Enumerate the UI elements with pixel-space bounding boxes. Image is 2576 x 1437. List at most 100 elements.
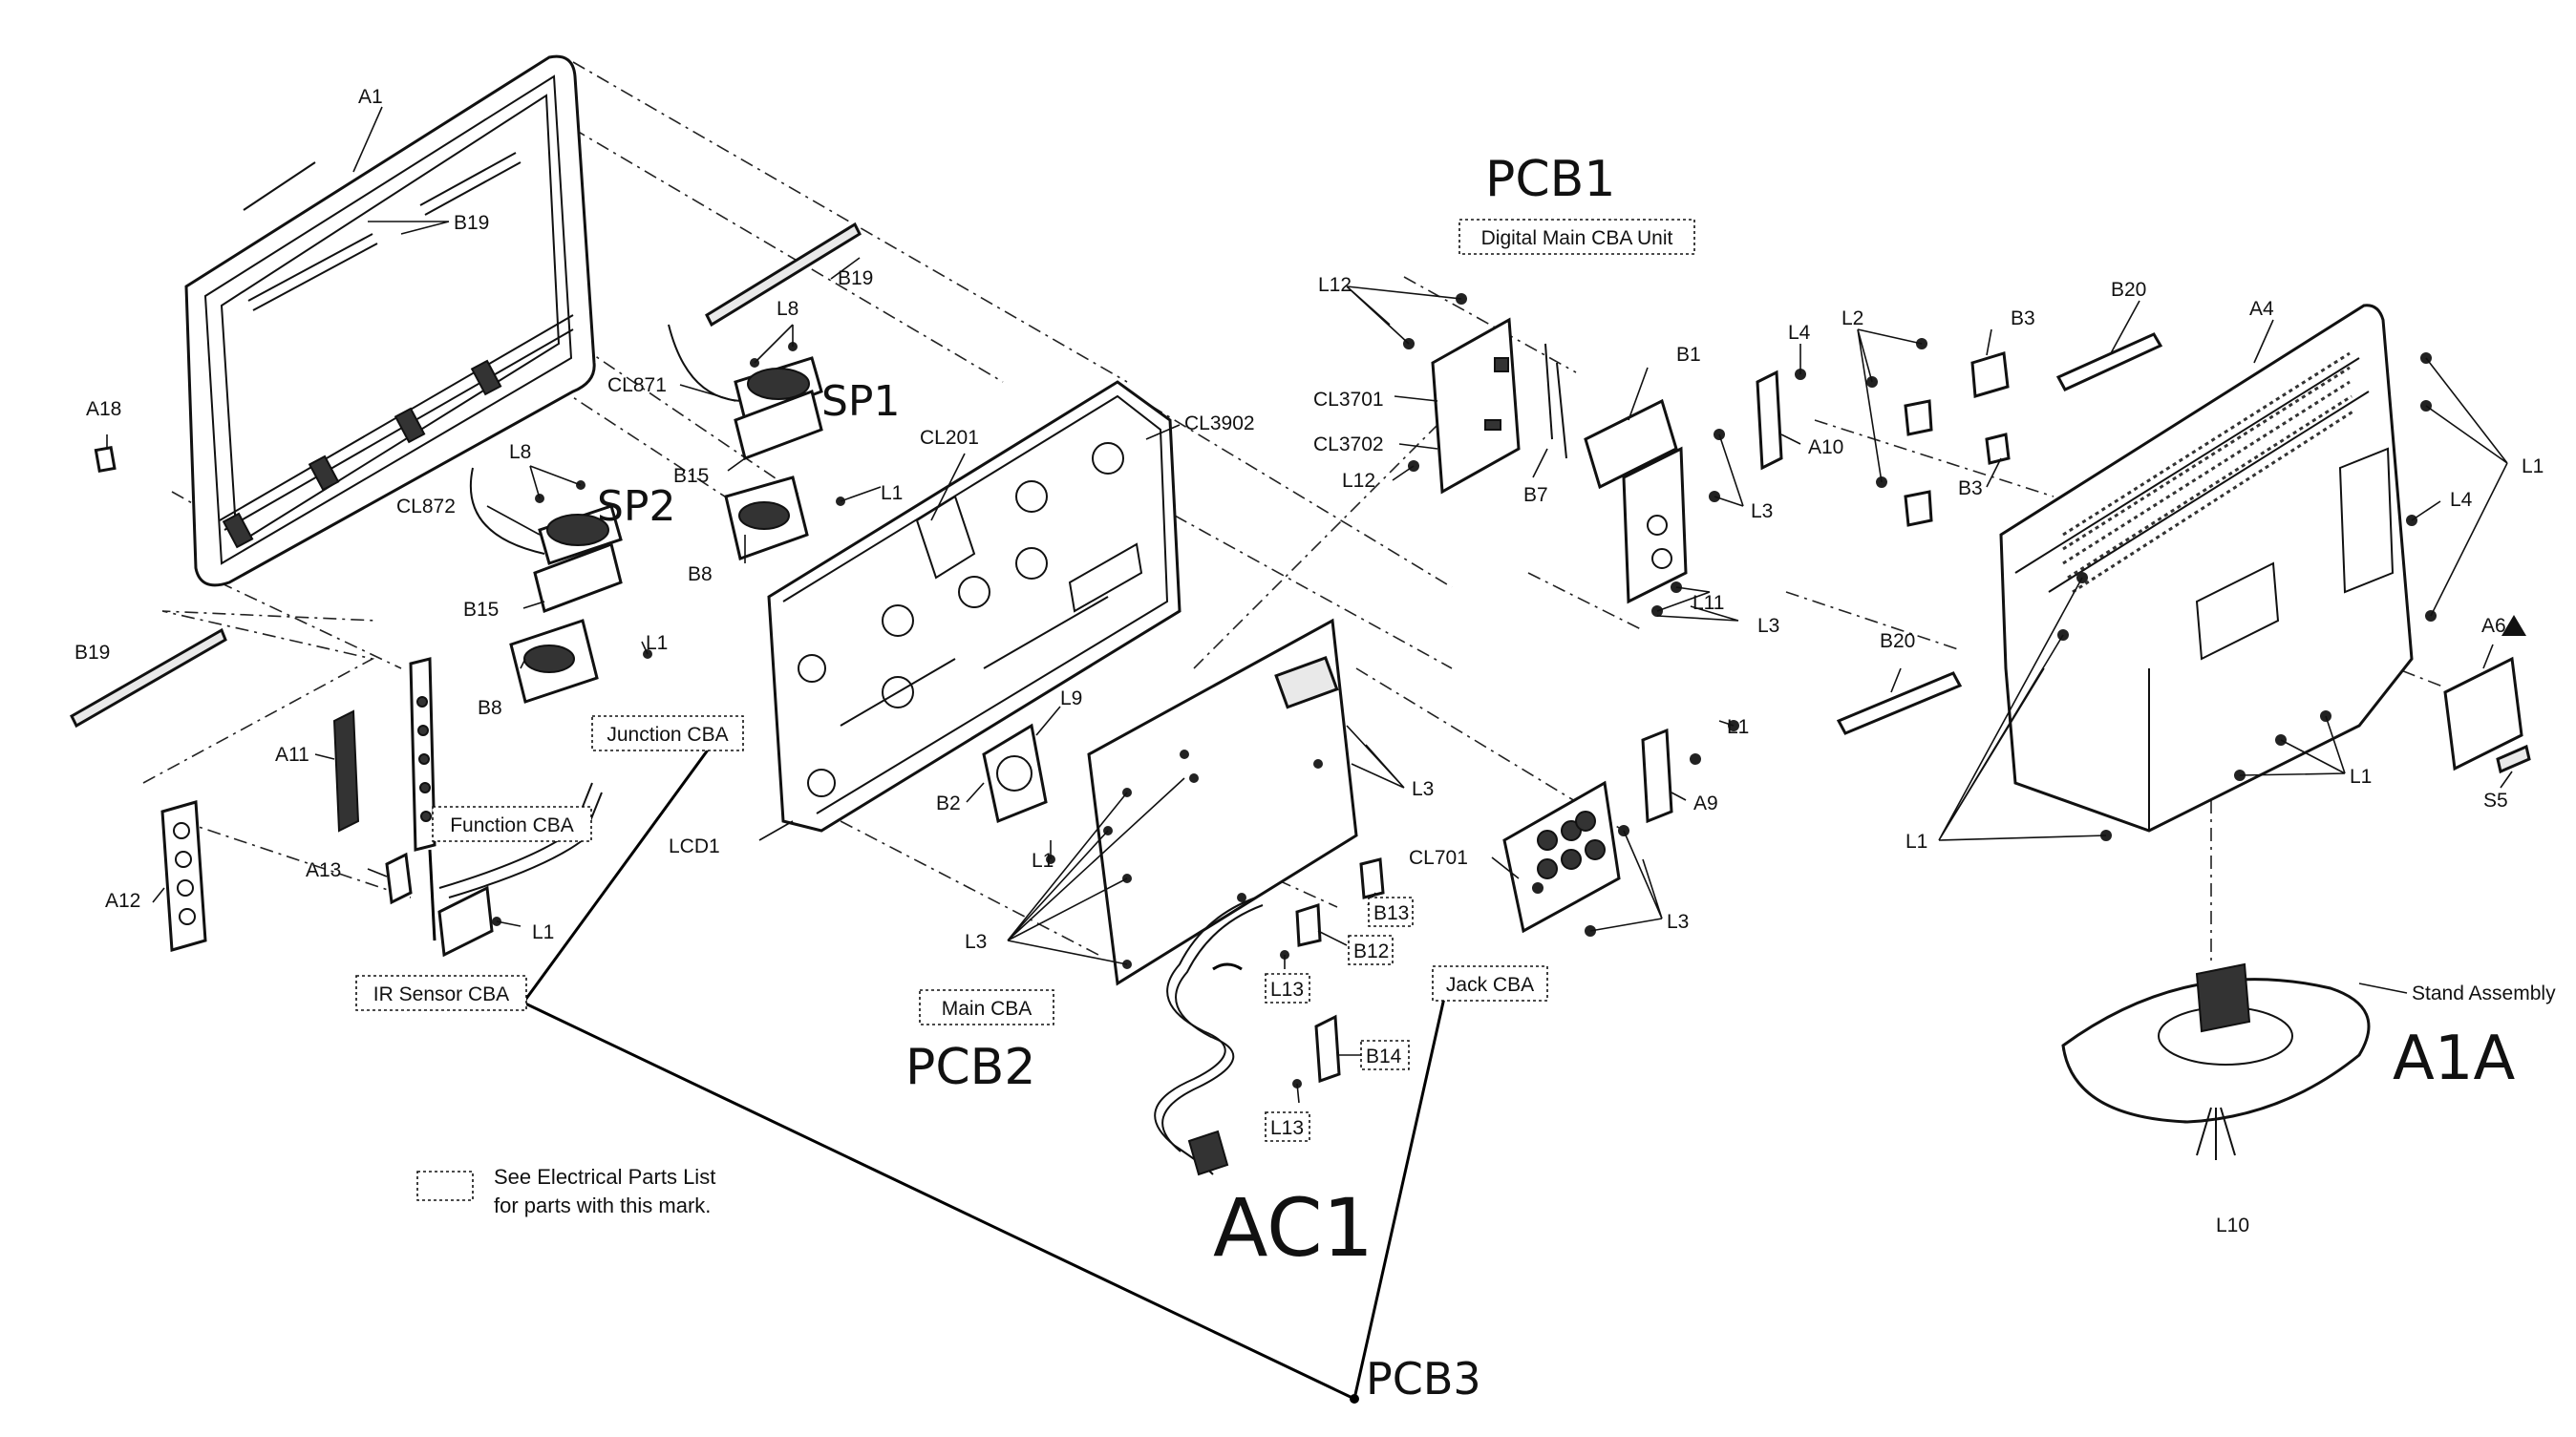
bracket-b3-top bbox=[1970, 351, 2011, 465]
svg-text:IR Sensor CBA: IR Sensor CBA bbox=[373, 983, 509, 1005]
box-digital-main-cba: Digital Main CBA Unit bbox=[1458, 219, 1695, 255]
label-b8: B8 bbox=[688, 563, 713, 585]
label-l8: L8 bbox=[777, 298, 798, 320]
handwritten-pcb3: PCB3 bbox=[1366, 1353, 1481, 1405]
front-bezel-a1 bbox=[184, 54, 596, 587]
label-b3: B3 bbox=[2011, 307, 2035, 329]
ac-cord-ac1 bbox=[1154, 897, 1264, 1176]
svg-text:Jack CBA: Jack CBA bbox=[1446, 974, 1534, 996]
part-s5 bbox=[2496, 744, 2531, 774]
ir-sensor-cba-board bbox=[428, 849, 494, 958]
box-b13 bbox=[1368, 897, 1414, 927]
label-b19: B19 bbox=[454, 212, 489, 234]
digital-bracket-b1 bbox=[1584, 398, 1688, 604]
label-a12: A12 bbox=[105, 890, 140, 912]
label-l4: L4 bbox=[1788, 322, 1811, 344]
part-a11 bbox=[332, 709, 360, 833]
jack-cba-board bbox=[1502, 780, 1621, 934]
bracket-b12 bbox=[1295, 902, 1322, 947]
strip-b19-right bbox=[705, 222, 862, 328]
legend: See Electrical Parts List for parts with… bbox=[416, 1165, 715, 1217]
label-a1: A1 bbox=[358, 86, 383, 108]
label-b7: B7 bbox=[1523, 484, 1548, 506]
box-b14 bbox=[1360, 1040, 1410, 1070]
label-b8: B8 bbox=[478, 697, 502, 719]
label-b3: B3 bbox=[1958, 477, 1983, 499]
box-l13-bot bbox=[1265, 1111, 1310, 1142]
label-b20: B20 bbox=[2111, 279, 2146, 301]
bracket-b2 bbox=[982, 723, 1048, 824]
label-cl3701: CL3701 bbox=[1313, 389, 1384, 411]
label-l2: L2 bbox=[1842, 307, 1863, 329]
label-a9: A9 bbox=[1693, 792, 1718, 814]
label-a4: A4 bbox=[2249, 298, 2274, 320]
speaker-sp2 bbox=[469, 467, 623, 704]
label-cl3702: CL3702 bbox=[1313, 433, 1384, 455]
function-cba-board bbox=[409, 657, 436, 852]
strip-b20-left bbox=[1836, 671, 1963, 735]
label-l8: L8 bbox=[509, 441, 531, 463]
label-l1: L1 bbox=[646, 632, 668, 654]
label-l1: L1 bbox=[2522, 455, 2544, 477]
svg-text:Main CBA: Main CBA bbox=[942, 998, 1033, 1020]
bracket-b13 bbox=[1359, 857, 1385, 899]
label-a6: A6 bbox=[2481, 615, 2506, 637]
label-a18: A18 bbox=[86, 398, 121, 420]
warning-triangle-icon bbox=[2501, 615, 2526, 636]
label-l3: L3 bbox=[1751, 500, 1773, 522]
part-labels: A1 B19 B19 B19 A18 L8 L8 CL871 CL872 B15… bbox=[75, 86, 2556, 1236]
label-l4: L4 bbox=[2450, 489, 2473, 511]
label-lcd1: LCD1 bbox=[669, 835, 720, 857]
label-l1: L1 bbox=[1905, 831, 1927, 853]
bracket-b7 bbox=[1544, 343, 1567, 459]
bracket-b14 bbox=[1314, 1014, 1341, 1084]
handwritten-pcb2: PCB2 bbox=[905, 1039, 1035, 1096]
part-a9 bbox=[1641, 728, 1673, 824]
legend-line-1: See Electrical Parts List bbox=[494, 1165, 715, 1189]
label-l10: L10 bbox=[2216, 1215, 2249, 1236]
main-cba-board bbox=[1087, 618, 1358, 986]
box-ir-sensor-cba: IR Sensor CBA bbox=[355, 975, 527, 1011]
part-a10 bbox=[1756, 370, 1783, 471]
label-l1: L1 bbox=[1727, 716, 1749, 738]
label-s5: S5 bbox=[2483, 790, 2508, 812]
label-l3: L3 bbox=[1412, 778, 1434, 800]
handwritten-a1a: A1A bbox=[2393, 1024, 2516, 1094]
handwritten-sp1: SP1 bbox=[821, 377, 900, 426]
label-l1: L1 bbox=[1032, 850, 1054, 872]
strip-b20-top bbox=[2055, 332, 2163, 391]
speaker-sp1 bbox=[668, 324, 823, 560]
label-l1: L1 bbox=[532, 921, 554, 943]
box-function-cba: Function CBA bbox=[432, 806, 592, 842]
label-l12: L12 bbox=[1342, 470, 1375, 492]
legend-line-2: for parts with this mark. bbox=[494, 1194, 711, 1217]
label-cl701: CL701 bbox=[1409, 847, 1468, 869]
label-b19: B19 bbox=[75, 642, 110, 664]
label-cl872: CL872 bbox=[396, 496, 456, 518]
label-stand-assembly: Stand Assembly bbox=[2412, 983, 2556, 1004]
rear-cabinet-a4 bbox=[1999, 304, 2414, 833]
label-l12: L12 bbox=[1318, 274, 1352, 296]
label-l11: L11 bbox=[1692, 592, 1724, 614]
bracket-b3-bot bbox=[1904, 399, 1933, 527]
label-l9: L9 bbox=[1060, 687, 1082, 709]
legend-mark-box bbox=[416, 1171, 474, 1201]
handwritten-annotations: PCB1 SP1 SP2 PCB2 AC1 PCB3 A1A bbox=[597, 151, 2516, 1405]
label-l3: L3 bbox=[965, 931, 987, 953]
label-b1: B1 bbox=[1676, 344, 1701, 366]
strip-b19-left bbox=[70, 627, 227, 729]
part-a13 bbox=[385, 852, 413, 905]
strip-b19-inner bbox=[247, 152, 522, 311]
box-b12 bbox=[1348, 935, 1394, 965]
part-a12 bbox=[160, 800, 207, 952]
leader-lines bbox=[106, 106, 2513, 1104]
label-b20: B20 bbox=[1880, 630, 1915, 652]
label-b15: B15 bbox=[463, 599, 499, 621]
label-a13: A13 bbox=[306, 859, 341, 881]
label-b12: B12 bbox=[1353, 940, 1389, 962]
box-l13-top bbox=[1265, 973, 1310, 1004]
box-main-cba: Main CBA bbox=[919, 989, 1054, 1025]
label-cl3902: CL3902 bbox=[1184, 412, 1255, 434]
svg-text:Function CBA: Function CBA bbox=[450, 814, 574, 836]
label-a10: A10 bbox=[1808, 436, 1843, 458]
